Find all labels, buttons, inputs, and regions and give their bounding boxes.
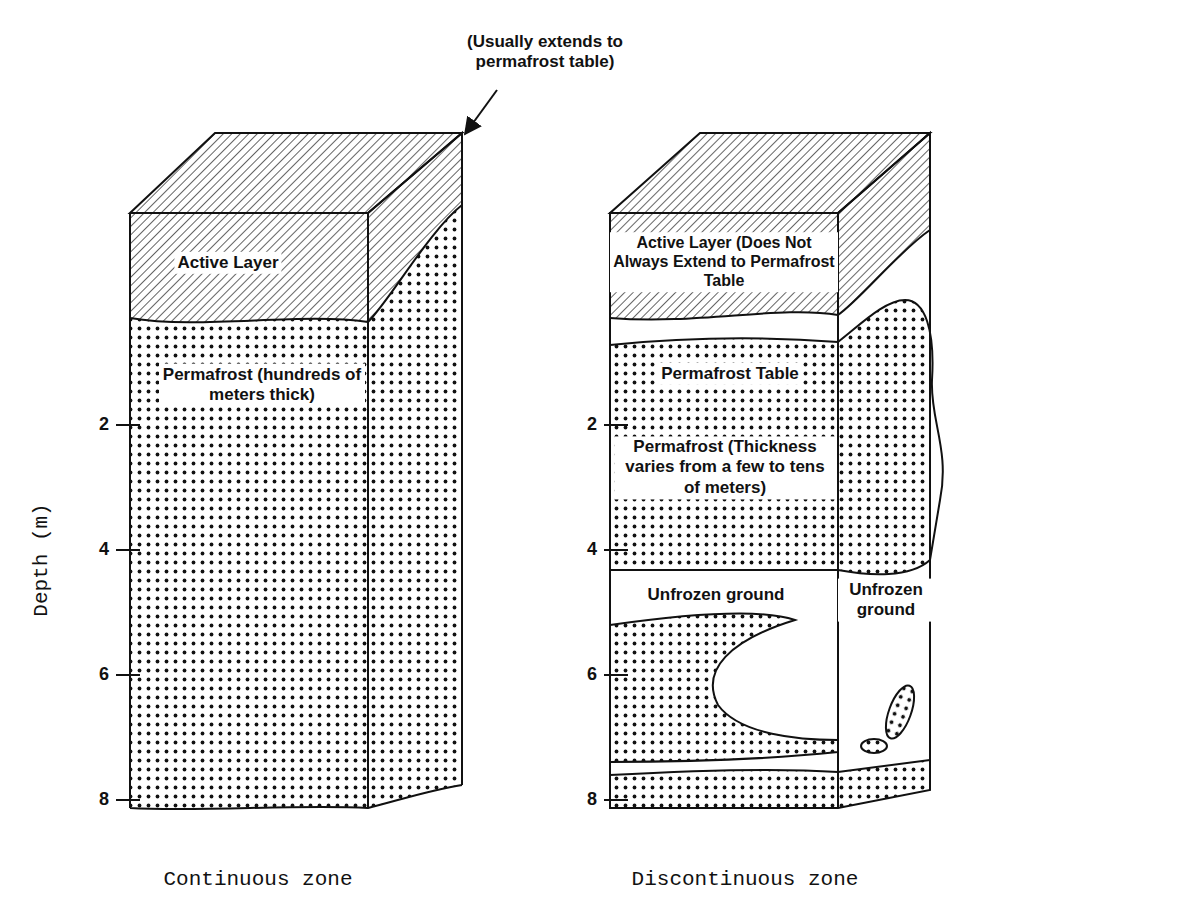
active-layer-front (130, 213, 368, 322)
layer-label: Unfrozen ground (838, 579, 934, 622)
permafrost-blob (861, 739, 887, 753)
layer-label: Unfrozen ground (645, 584, 788, 606)
permafrost-blob (880, 682, 920, 742)
axis-title: Depth (m) (29, 503, 54, 616)
active-layer-side (838, 133, 930, 315)
active-layer-boundary (610, 230, 930, 320)
permafrost-table-line (610, 300, 943, 574)
depth-ticks (116, 425, 140, 800)
permafrost-bottom (610, 760, 930, 808)
layer-label: Permafrost (Thickness varies from a few … (615, 436, 836, 499)
depth-tick: 8 (585, 789, 599, 811)
callout-arrow (465, 90, 497, 134)
depth-tick: 8 (97, 789, 111, 811)
depth-tick: 2 (97, 414, 111, 436)
depth-tick: 6 (585, 664, 599, 686)
active-layer-front (610, 213, 838, 320)
active-layer-boundary (130, 205, 462, 322)
permafrost-bottom-line (610, 760, 930, 775)
layer-label: Permafrost (hundreds of meters thick) (159, 364, 365, 407)
block-outline (130, 133, 462, 809)
depth-tick: 6 (97, 664, 111, 686)
permafrost-lobe (610, 614, 838, 762)
depth-tick: 2 (585, 414, 599, 436)
block-outline (610, 133, 930, 808)
layer-label: Active Layer (174, 252, 281, 274)
depth-tick: 4 (97, 539, 111, 561)
continuous-block (116, 133, 462, 809)
layer-label: Permafrost Table (658, 363, 802, 385)
permafrost-side (368, 205, 462, 808)
zone-caption: Continuous zone (163, 867, 352, 892)
layer-label: Active Layer (Does Not Always Extend to … (610, 232, 838, 292)
zone-caption: Discontinuous zone (632, 867, 859, 892)
permafrost-front (130, 318, 368, 809)
depth-tick: 4 (585, 539, 599, 561)
discontinuous-block (604, 133, 943, 808)
callout-note: (Usually extends to permafrost table) (437, 31, 653, 74)
